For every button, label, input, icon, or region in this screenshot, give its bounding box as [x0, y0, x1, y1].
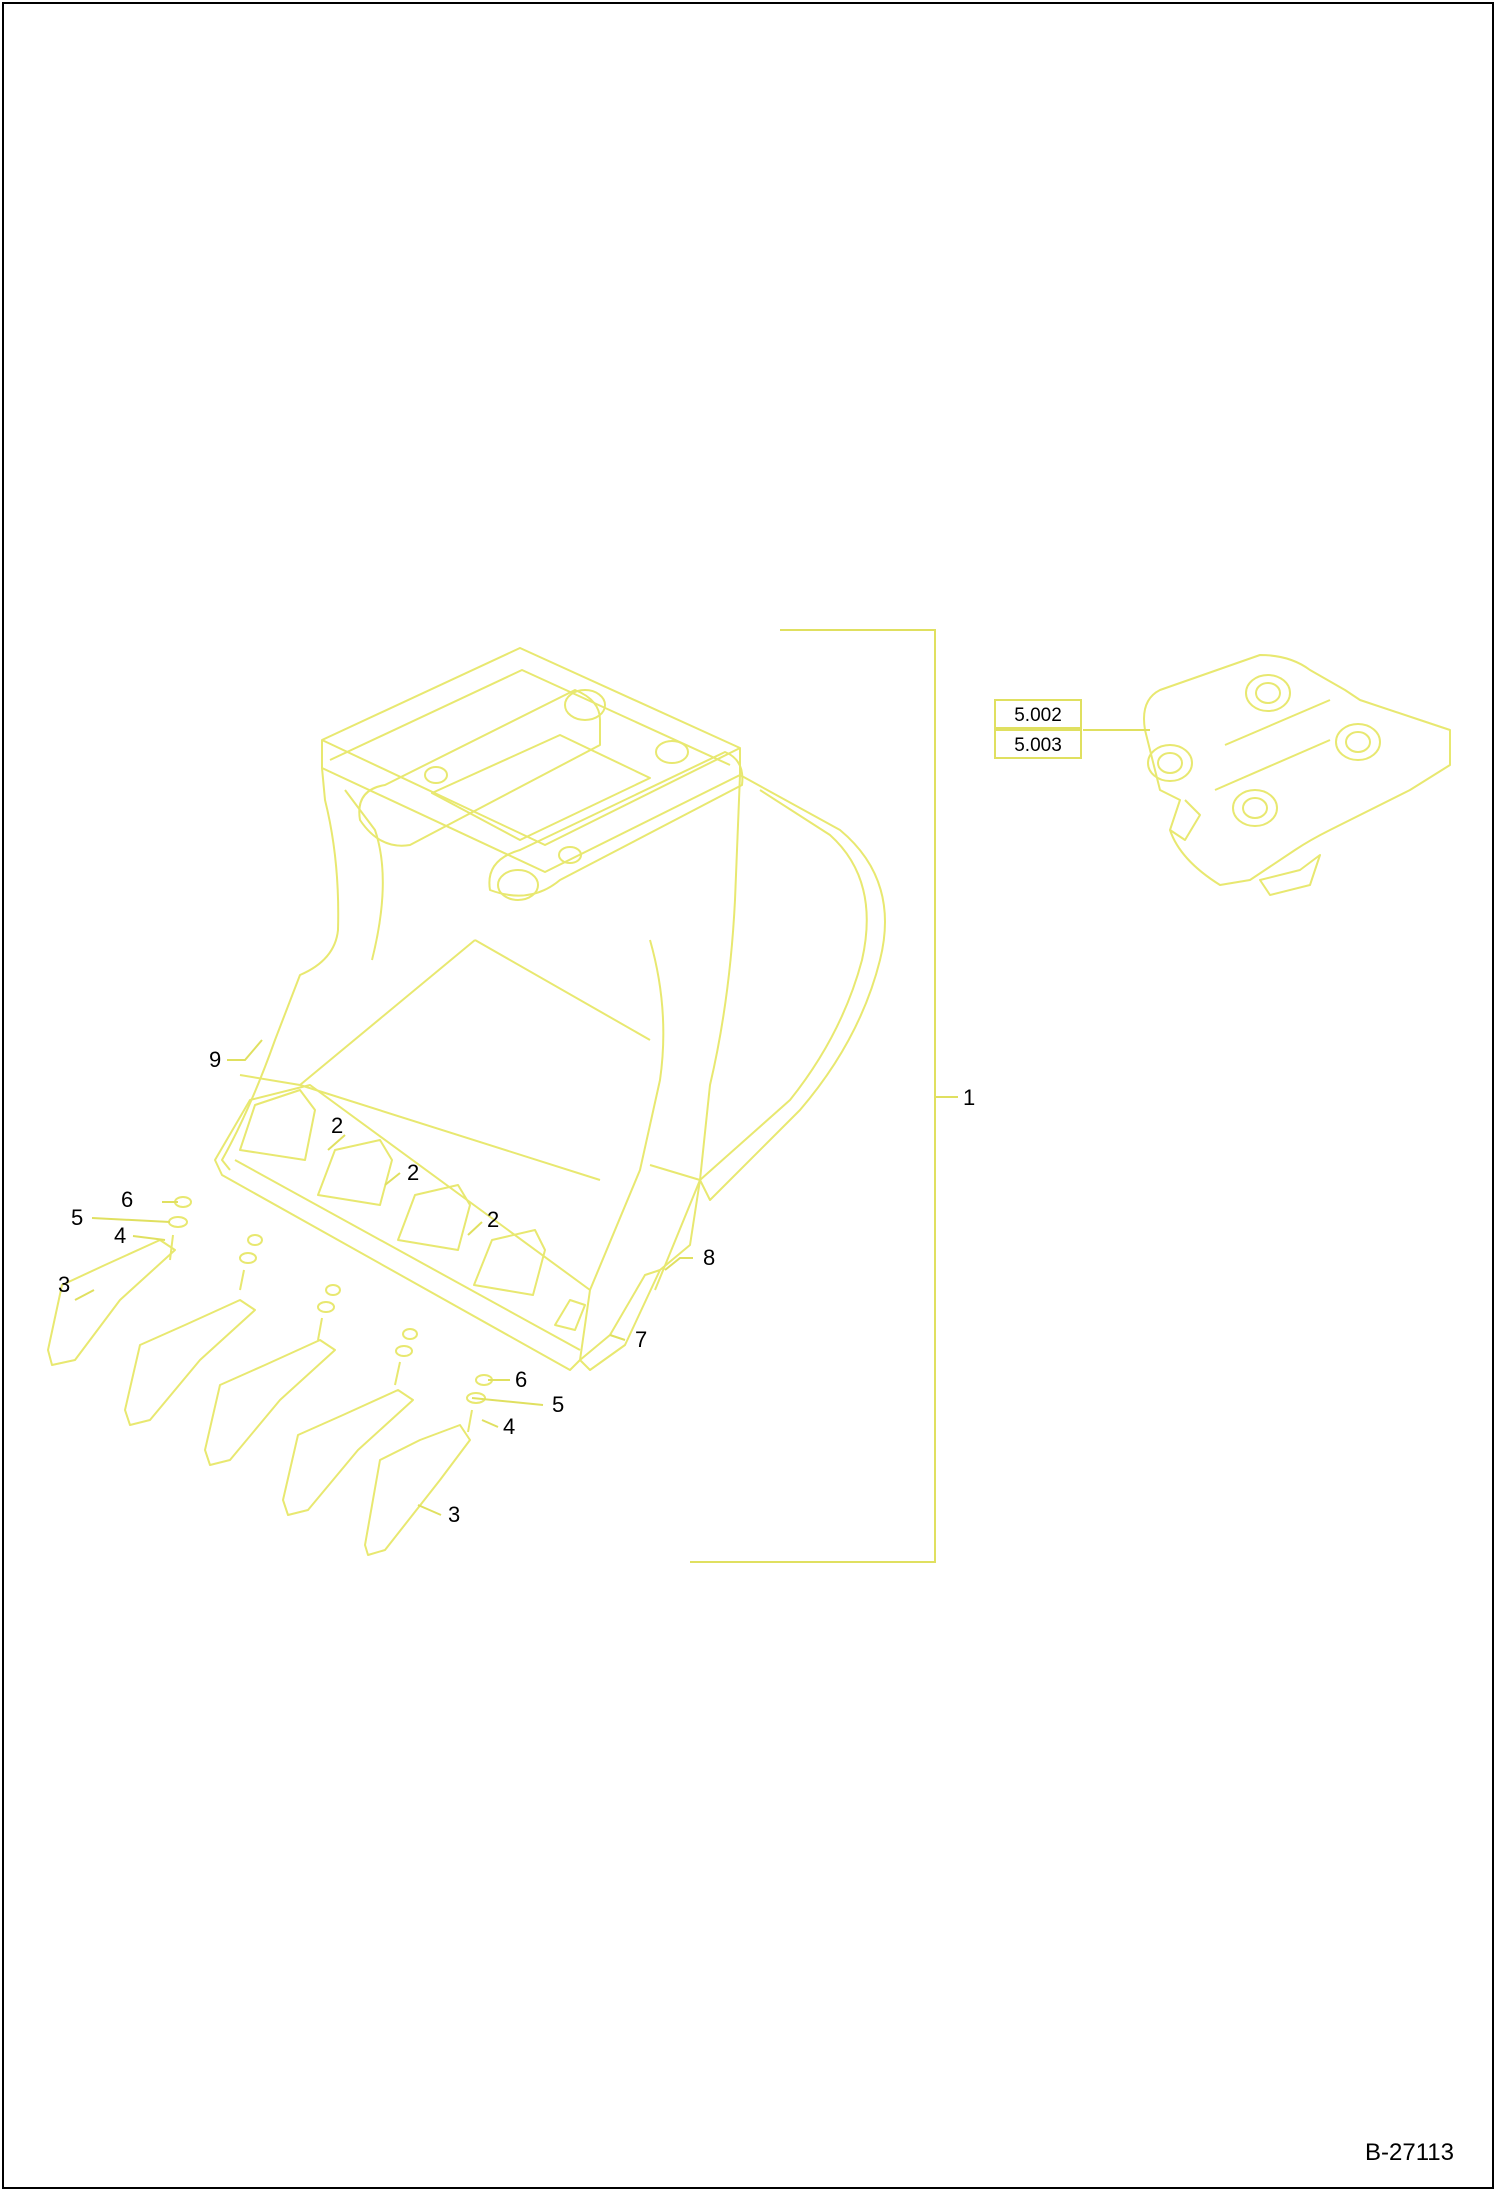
callout-5-b: 5	[552, 1392, 564, 1417]
bucket-cutting-edge	[214, 1084, 591, 1371]
pin-boss-top	[564, 689, 606, 721]
reference-box-top: 5.002	[1014, 705, 1062, 726]
bucket-top-plate-inner	[431, 734, 651, 841]
callout-labels: 1 2 2 2 3 3 4 4 5 5 6 6 7 8 9	[58, 1047, 975, 1527]
callout-4-b: 4	[503, 1414, 515, 1439]
side-wear-strip	[649, 1164, 701, 1271]
callout-2-b: 2	[407, 1160, 419, 1185]
callout-2-a: 2	[331, 1113, 343, 1138]
quick-coupler[interactable]	[1143, 654, 1451, 896]
bucket-teeth[interactable]	[47, 1239, 471, 1556]
mounting-ear-right	[488, 751, 744, 897]
callout-4-a: 4	[114, 1223, 126, 1248]
callout-1: 1	[963, 1085, 975, 1110]
tooth-pins-retainers[interactable]	[168, 1196, 493, 1433]
callout-2-c: 2	[487, 1207, 499, 1232]
bucket-upper-flange	[321, 740, 741, 873]
callout-7: 7	[635, 1327, 647, 1352]
bucket-back-shell	[699, 774, 886, 1201]
tooth-adapters[interactable]	[239, 1089, 586, 1331]
mounting-ear-left	[358, 689, 601, 847]
callout-8: 8	[703, 1245, 715, 1270]
bucket-assembly[interactable]	[214, 647, 886, 1371]
callout-6-b: 6	[515, 1367, 527, 1392]
bucket-top-plate	[321, 647, 741, 846]
bucket-side-plate-right	[654, 774, 741, 1291]
callout-3-b: 3	[448, 1502, 460, 1527]
drawing-number: B-27113	[1365, 2139, 1454, 2166]
leader-lines	[74, 629, 1150, 1563]
reference-box-bottom: 5.003	[1014, 735, 1062, 756]
callout-6-a: 6	[121, 1187, 133, 1212]
callout-3-a: 3	[58, 1272, 70, 1297]
callout-5-a: 5	[71, 1205, 83, 1230]
callout-9: 9	[209, 1047, 221, 1072]
bucket-side-plate-left	[221, 767, 340, 1171]
bucket-floor	[299, 939, 651, 1181]
reference-box[interactable]: 5.002 5.003	[994, 699, 1082, 759]
